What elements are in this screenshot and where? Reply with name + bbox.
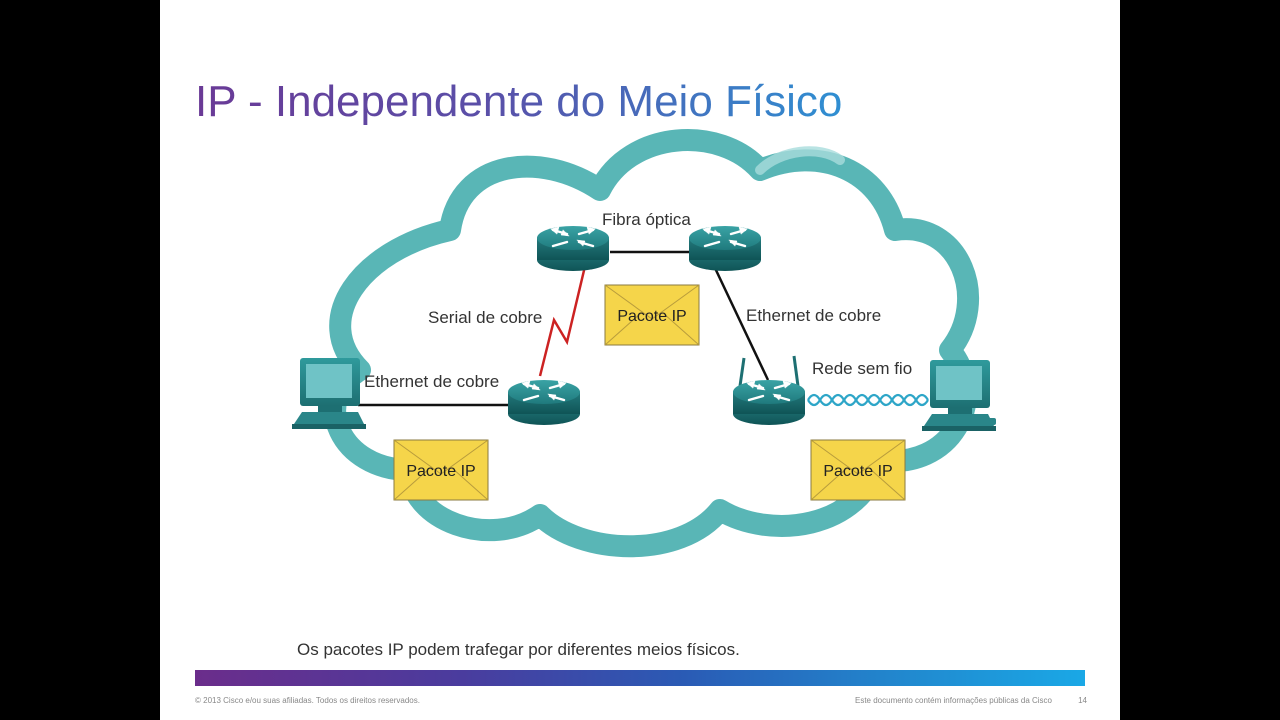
svg-text:Pacote IP: Pacote IP bbox=[406, 463, 475, 480]
footer-copyright: © 2013 Cisco e/ou suas afiliadas. Todos … bbox=[195, 696, 420, 705]
label-ethernet-right: Ethernet de cobre bbox=[746, 306, 881, 325]
slide: IP - Independente do Meio Físico bbox=[160, 0, 1120, 720]
ip-packet-left: Pacote IP bbox=[393, 439, 489, 501]
footer-gradient-bar bbox=[195, 670, 1085, 686]
mouse-icon bbox=[986, 418, 996, 425]
label-wireless: Rede sem fio bbox=[812, 359, 912, 378]
svg-text:Pacote IP: Pacote IP bbox=[617, 308, 686, 325]
network-diagram: Pacote IP Pacote IP Pacote IP Fibra ópti… bbox=[292, 129, 996, 558]
wireless-router bbox=[731, 355, 807, 427]
router-bottom-left bbox=[506, 378, 582, 427]
svg-text:Pacote IP: Pacote IP bbox=[823, 463, 892, 480]
ethernet-link-right bbox=[713, 267, 770, 381]
router-top-right bbox=[687, 224, 763, 273]
ip-packet-top: Pacote IP bbox=[604, 284, 700, 346]
slide-caption: Os pacotes IP podem trafegar por diferen… bbox=[297, 640, 740, 659]
serial-link bbox=[538, 261, 588, 377]
label-serial: Serial de cobre bbox=[428, 308, 542, 327]
pc-left bbox=[292, 358, 366, 429]
ip-packet-right: Pacote IP bbox=[810, 439, 906, 501]
label-ethernet-left: Ethernet de cobre bbox=[364, 372, 499, 391]
page-number: 14 bbox=[1078, 696, 1087, 705]
footer-notice: Este documento contém informações públic… bbox=[855, 696, 1052, 705]
pc-right bbox=[922, 360, 996, 431]
router-top-left bbox=[535, 224, 611, 273]
slide-title: IP - Independente do Meio Físico bbox=[195, 72, 842, 132]
label-fiber: Fibra óptica bbox=[602, 210, 691, 229]
